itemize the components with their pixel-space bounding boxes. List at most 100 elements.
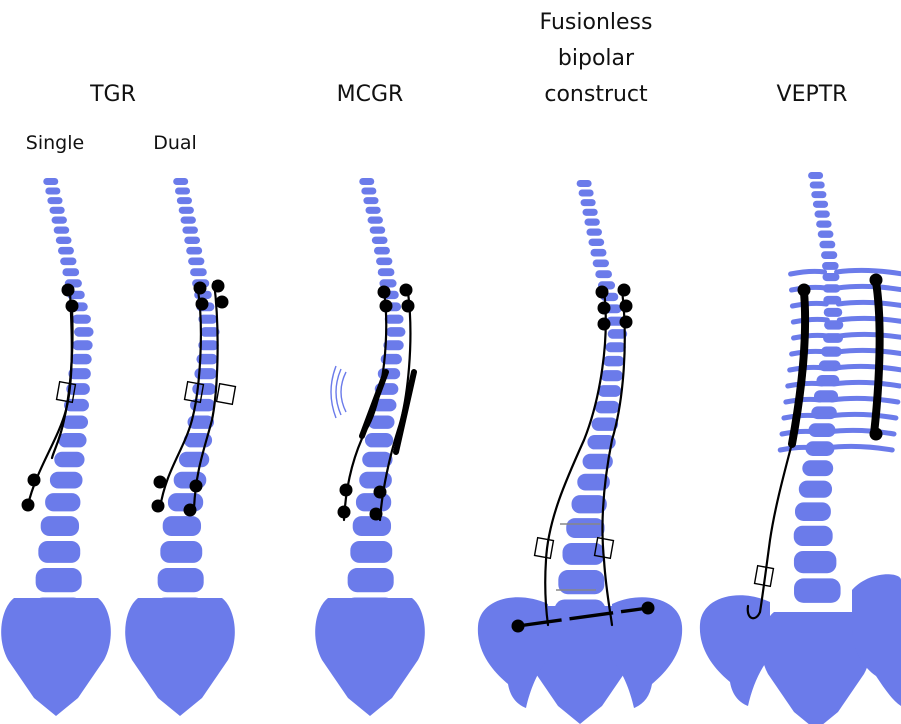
veptr-right-rib-10 [828, 430, 894, 434]
veptr-right-rib-9 [830, 414, 896, 418]
veptr-left-rib-9 [784, 415, 818, 418]
dual-vertebra-0 [173, 178, 188, 185]
dual-vertebra-9 [190, 268, 207, 276]
dual-vertebra-18 [192, 383, 216, 395]
dual-vertebra-8 [188, 257, 204, 265]
veptr-left-rib-0 [791, 271, 825, 274]
veptr-right-rib-11 [826, 446, 892, 450]
single-sacrum [1, 598, 111, 716]
mcgr-vertebra-27 [348, 568, 394, 592]
veptr-right-rib-1 [837, 286, 901, 290]
mcgr-vertebra-3 [366, 207, 381, 214]
fusion-vertebra-0 [577, 180, 592, 187]
mcgr-vertebra-21 [365, 433, 393, 447]
fusion-vertebra-24 [572, 495, 607, 513]
single-vertebra-4 [52, 217, 67, 224]
single-vertebra-24 [45, 493, 80, 511]
fusion-vertebra-16 [603, 356, 624, 367]
veptr-vertebra-13 [824, 308, 843, 317]
single-vertebra-14 [74, 327, 94, 337]
veptr-vertebra-7 [819, 241, 835, 249]
mcgr-vertebra-14 [386, 327, 406, 337]
dual-vertebra-17 [194, 368, 216, 379]
mcgr-screw-5 [340, 484, 353, 497]
fusion-vertebra-9 [595, 270, 612, 278]
veptr-left-rib-4 [794, 335, 828, 338]
fusion-vertebra-7 [590, 249, 606, 257]
mcgr-magnet-wave-0 [341, 372, 346, 412]
dual-screw-3 [196, 298, 209, 311]
fusion-screw-2 [618, 284, 631, 297]
mcgr-magnet-wave-1 [336, 369, 341, 415]
veptr-right-rib-6 [836, 366, 901, 370]
dual-vertebra-25 [163, 516, 201, 536]
fusion-screw-6 [620, 316, 633, 329]
mcgr-vertebra-25 [353, 516, 391, 536]
veptr-left-rib-3 [793, 319, 827, 322]
veptr-vertebra-9 [822, 262, 839, 270]
single-screw-bottom-1 [28, 474, 41, 487]
fusion-screw-4 [620, 300, 633, 313]
dual-vertebra-1 [175, 188, 190, 195]
fusion-left-iliac [478, 597, 548, 708]
veptr-vertebra-25 [795, 502, 831, 521]
veptr-vertebra-6 [818, 231, 834, 238]
veptr-vertebra-5 [816, 220, 831, 227]
mcgr-vertebra-7 [374, 247, 390, 255]
fusion-vertebra-3 [583, 209, 598, 216]
veptr-right-rib-3 [839, 318, 901, 322]
mcgr-screw-8 [370, 508, 383, 521]
dual-sacrum [125, 598, 235, 716]
single-vertebra-3 [50, 207, 65, 214]
single-vertebra-13 [72, 315, 91, 324]
veptr-vertebra-1 [810, 182, 825, 189]
dual-vertebra-26 [160, 541, 202, 563]
veptr-right-cradle-top [870, 274, 883, 287]
veptr-right-rib-5 [838, 350, 901, 354]
single-vertebra-6 [56, 237, 72, 244]
single-vertebra-15 [72, 340, 92, 350]
single-vertebra-21 [58, 433, 86, 447]
fusion-vertebra-6 [588, 239, 604, 246]
mcgr-actuator-right [396, 372, 414, 452]
mcgr-vertebra-8 [376, 257, 392, 265]
single-vertebra-7 [58, 247, 74, 255]
mcgr-vertebra-2 [363, 197, 378, 204]
single-vertebra-8 [60, 257, 76, 265]
fusion-vertebra-25 [566, 518, 604, 538]
fusion-screw-3 [598, 302, 611, 315]
single-vertebra-22 [54, 452, 84, 467]
fusion-vertebra-8 [593, 259, 609, 267]
fusion-vertebra-17 [600, 370, 622, 381]
mcgr-vertebra-5 [370, 226, 385, 233]
veptr-vertebra-27 [794, 551, 836, 573]
mcgr-sacrum [315, 598, 425, 716]
mcgr-vertebra-13 [385, 315, 404, 324]
single-vertebra-23 [50, 472, 83, 489]
mcgr-vertebra-1 [361, 188, 376, 195]
fusion-screw-1 [596, 286, 609, 299]
dual-connector-right [217, 384, 236, 405]
fusion-screw-5 [598, 318, 611, 331]
dual-screw-8 [184, 504, 197, 517]
veptr-left-cradle-top [798, 284, 811, 297]
single-screw-top-1 [62, 284, 75, 297]
veptr-right-expandable-rod [874, 282, 880, 434]
fusion-vertebra-26 [563, 543, 605, 565]
veptr-vertebra-3 [813, 201, 828, 208]
dual-vertebra-7 [186, 247, 202, 255]
fusion-vertebra-18 [598, 385, 622, 397]
dual-vertebra-2 [177, 197, 192, 204]
mcgr-magnet-wave-2 [331, 366, 336, 418]
fusion-vertebra-2 [581, 199, 596, 206]
dual-screw-4 [216, 296, 229, 309]
veptr-right-rib-8 [832, 398, 898, 402]
veptr-vertebra-24 [799, 481, 832, 498]
single-vertebra-9 [62, 268, 79, 276]
single-screw-top-2 [66, 300, 79, 313]
mcgr-screw-2 [400, 284, 413, 297]
single-vertebra-5 [54, 226, 69, 233]
mcgr-screw-1 [378, 286, 391, 299]
single-vertebra-0 [43, 178, 58, 185]
